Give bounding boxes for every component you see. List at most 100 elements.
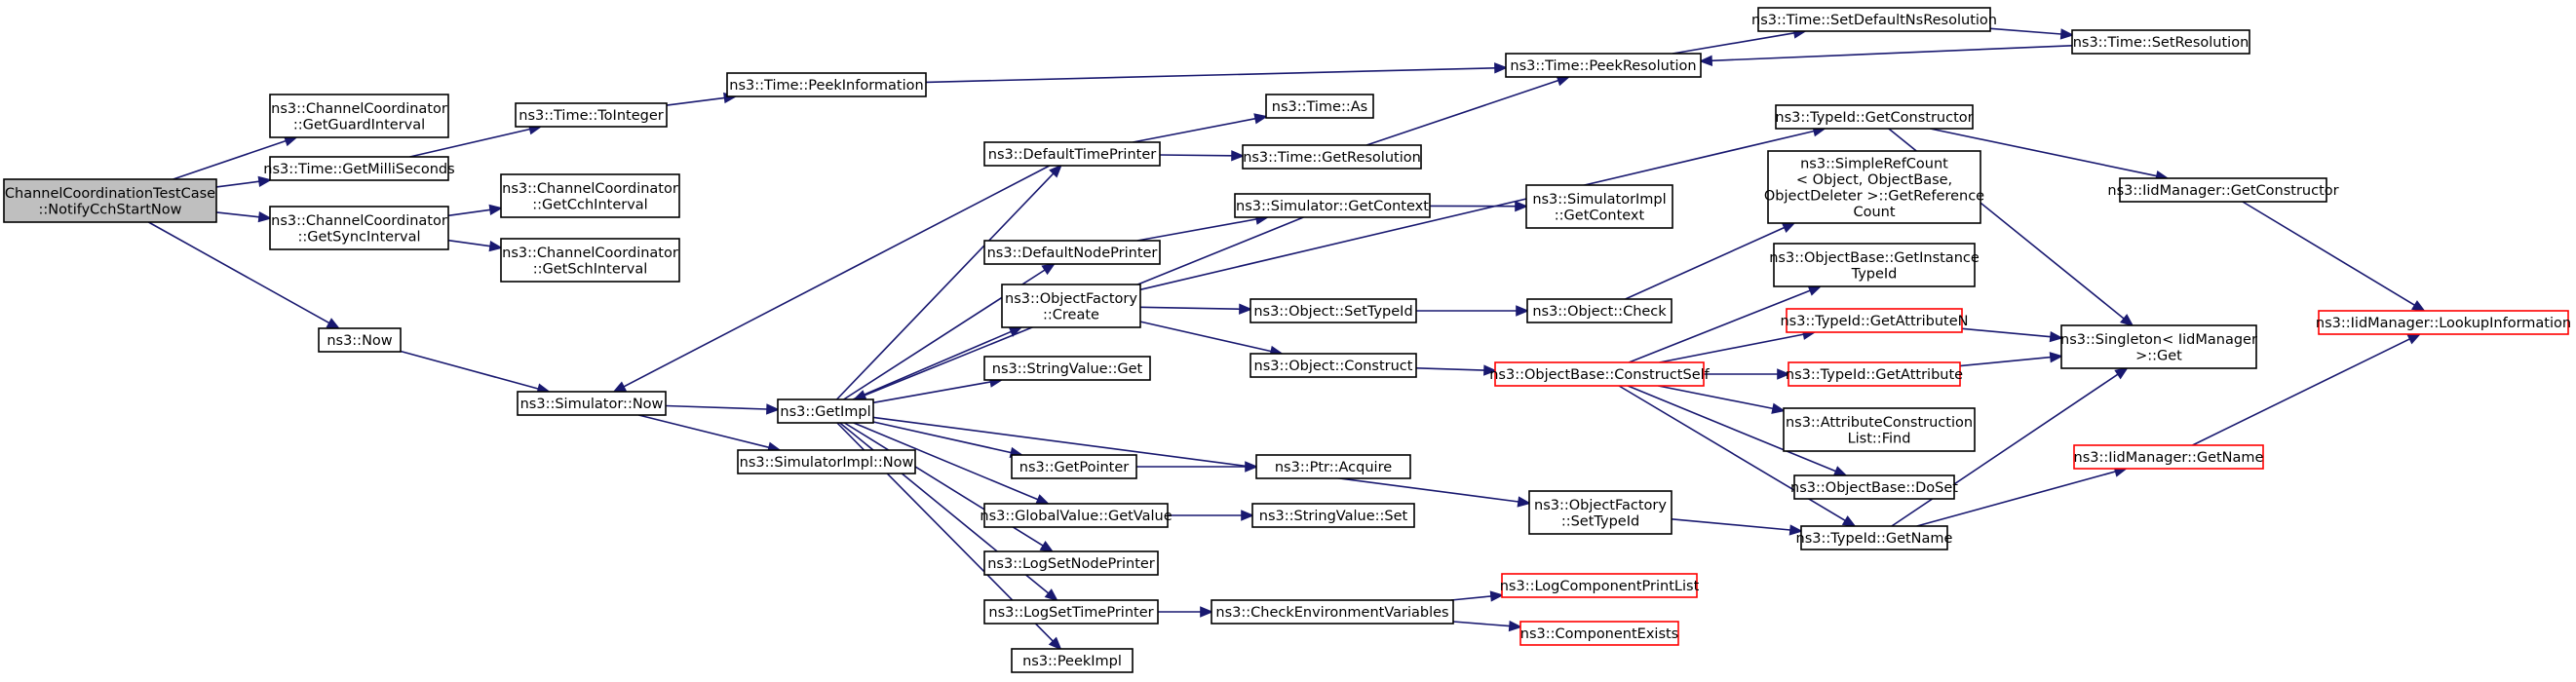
node-label-line: ns3::Time::PeekInformation	[729, 78, 923, 94]
edge-iid-get-ctor-to-iid-lookup	[2242, 201, 2426, 313]
node-box	[3, 178, 217, 223]
node-label-line: ::NotifyCchStartNow	[39, 202, 182, 217]
node-obj-base-do-set[interactable]: ns3::ObjectBase::DoSet	[1790, 474, 1958, 500]
node-log-comp-print[interactable]: ns3::LogComponentPrintList	[1500, 573, 1700, 598]
node-now[interactable]: ns3::Now	[318, 327, 402, 353]
node-obj-fact-create[interactable]: ns3::ObjectFactory::Create	[1001, 284, 1141, 328]
node-box	[983, 141, 1161, 167]
node-box	[1250, 353, 1417, 378]
node-tid-get-name[interactable]: ns3::TypeId::GetName	[1796, 525, 1953, 550]
edge-line	[1961, 327, 2052, 338]
node-label-line: ns3::Time::PeekResolution	[1510, 58, 1696, 74]
node-obj-check[interactable]: ns3::Object::Check	[1526, 298, 1672, 323]
node-to-integer[interactable]: ns3::Time::ToInteger	[515, 102, 668, 128]
node-tid-get-ctor[interactable]: ns3::TypeId::GetConstructor	[1775, 104, 1974, 130]
node-simple-ref[interactable]: ns3::SimpleRefCount< Object, ObjectBase,…	[1764, 150, 1984, 224]
node-get-cch[interactable]: ns3::ChannelCoordinator::GetCchInterval	[500, 173, 680, 218]
node-singleton-get[interactable]: ns3::Singleton< IidManager>::Get	[2060, 324, 2257, 369]
node-obj-construct[interactable]: ns3::Object::Construct	[1250, 353, 1417, 378]
node-peek-impl[interactable]: ns3::PeekImpl	[1011, 648, 1134, 673]
edge-arrowhead	[257, 211, 273, 223]
node-sim-get-ctx[interactable]: ns3::Simulator::GetContext	[1234, 193, 1431, 218]
node-label-line: ns3::ComponentExists	[1520, 626, 1679, 642]
node-str-get[interactable]: ns3::StringValue::Get	[983, 356, 1151, 381]
node-box	[726, 72, 927, 97]
node-log-set-time[interactable]: ns3::LogSetTimePrinter	[983, 599, 1159, 625]
node-ptr-acquire[interactable]: ns3::Ptr::Acquire	[1255, 454, 1411, 479]
edge-line	[215, 211, 260, 218]
node-obj-set-tid[interactable]: ns3::Object::SetTypeId	[1250, 298, 1417, 323]
node-box	[269, 94, 449, 138]
node-gv-get-value[interactable]: ns3::GlobalValue::GetValue	[980, 503, 1173, 528]
node-box	[983, 503, 1169, 528]
node-obj-fact-set-tid[interactable]: ns3::ObjectFactory::SetTypeId	[1528, 490, 1672, 535]
node-sim-now[interactable]: ns3::Simulator::Now	[517, 391, 667, 416]
edge-line	[872, 416, 1519, 503]
node-iid-get-name[interactable]: ns3::IidManager::GetName	[2073, 444, 2264, 470]
edge-line	[1365, 79, 1559, 146]
node-def-time[interactable]: ns3::DefaultTimePrinter	[983, 141, 1161, 167]
node-box	[1255, 454, 1411, 479]
node-label-line: ns3::Time::ToInteger	[519, 108, 663, 124]
edge-arrowhead	[1777, 368, 1791, 380]
node-iid-lookup[interactable]: ns3::IidManager::LookupInformation	[2316, 310, 2571, 335]
edge-arrowhead	[1489, 590, 1505, 602]
node-peek-res[interactable]: ns3::Time::PeekResolution	[1505, 53, 1702, 78]
edge-line	[925, 67, 1496, 84]
edge-obj-fact-set-tid-to-tid-get-name	[1671, 518, 1804, 536]
node-label-line: ::SetTypeId	[1561, 513, 1639, 529]
edge-line	[835, 172, 1055, 400]
node-check-env[interactable]: ns3::CheckEnvironmentVariables	[1211, 599, 1454, 625]
node-sim-impl-get-ctx[interactable]: ns3::SimulatorImpl::GetContext	[1525, 184, 1673, 229]
node-label-line: ns3::ObjectFactory	[1534, 498, 1667, 513]
node-box	[2119, 177, 2327, 203]
node-sim-impl-now[interactable]: ns3::SimulatorImpl::Now	[737, 449, 916, 474]
node-def-node[interactable]: ns3::DefaultNodePrinter	[983, 240, 1161, 265]
node-get-guard[interactable]: ns3::ChannelCoordinator::GetGuardInterva…	[269, 94, 449, 138]
edge-line	[1671, 518, 1791, 531]
node-label-line: ns3::TypeId::GetAttribute	[1786, 367, 1963, 383]
node-tid-get-attr-n[interactable]: ns3::TypeId::GetAttributeN	[1780, 308, 1969, 333]
node-iid-get-ctor[interactable]: ns3::IidManager::GetConstructor	[2107, 177, 2339, 203]
node-label-line: ns3::CheckEnvironmentVariables	[1215, 605, 1448, 621]
edge-obj-base-cs-to-obj-base-do-set	[1627, 385, 1848, 476]
node-set-def-ns[interactable]: ns3::Time::SetDefaultNsResolution	[1751, 7, 1997, 32]
node-label-line: ns3::ChannelCoordinator	[502, 181, 678, 197]
node-box	[500, 238, 680, 283]
edge-line	[1711, 45, 2073, 62]
edge-arrowhead	[1041, 262, 1057, 276]
node-label-line: ns3::StringValue::Get	[992, 361, 1143, 377]
node-get-sch[interactable]: ns3::ChannelCoordinator::GetSchInterval	[500, 238, 680, 283]
node-tid-get-attr[interactable]: ns3::TypeId::GetAttribute	[1786, 361, 1963, 387]
edge-arrowhead	[488, 204, 504, 215]
node-set-res[interactable]: ns3::Time::SetResolution	[2071, 29, 2250, 55]
node-box	[515, 102, 668, 128]
edge-line	[447, 239, 491, 247]
edge-tid-get-name-to-singleton-get	[1891, 366, 2129, 527]
node-box	[2071, 29, 2250, 55]
edge-time-get-res-to-peek-res	[1365, 75, 1571, 146]
node-label-line: ns3::PeekImpl	[1022, 654, 1122, 669]
node-get-impl[interactable]: ns3::GetImpl	[777, 398, 874, 424]
edge-line	[1959, 356, 2052, 367]
node-box	[1242, 144, 1422, 170]
node-label-line: ns3::TypeId::GetAttributeN	[1780, 314, 1968, 329]
node-get-pointer[interactable]: ns3::GetPointer	[1011, 454, 1137, 479]
edge-line	[148, 221, 330, 324]
node-get-milli[interactable]: ns3::Time::GetMilliSeconds	[263, 156, 455, 181]
node-log-set-node[interactable]: ns3::LogSetNodePrinter	[983, 550, 1159, 576]
edge-line	[1450, 595, 1492, 601]
node-comp-exists[interactable]: ns3::ComponentExists	[1519, 621, 1679, 646]
edge-log-set-time-to-check-env	[1158, 606, 1214, 618]
node-obj-base-cs[interactable]: ns3::ObjectBase::ConstructSelf	[1489, 361, 1711, 387]
edge-arrowhead	[1044, 588, 1058, 602]
node-time-get-res[interactable]: ns3::Time::GetResolution	[1242, 144, 1422, 170]
node-peek-info[interactable]: ns3::Time::PeekInformation	[726, 72, 927, 97]
node-str-set[interactable]: ns3::StringValue::Set	[1251, 503, 1415, 528]
node-time-as[interactable]: ns3::Time::As	[1265, 94, 1374, 119]
node-get-sync[interactable]: ns3::ChannelCoordinator::GetSyncInterval	[269, 206, 449, 250]
node-label-line: ns3::ChannelCoordinator	[271, 213, 447, 229]
